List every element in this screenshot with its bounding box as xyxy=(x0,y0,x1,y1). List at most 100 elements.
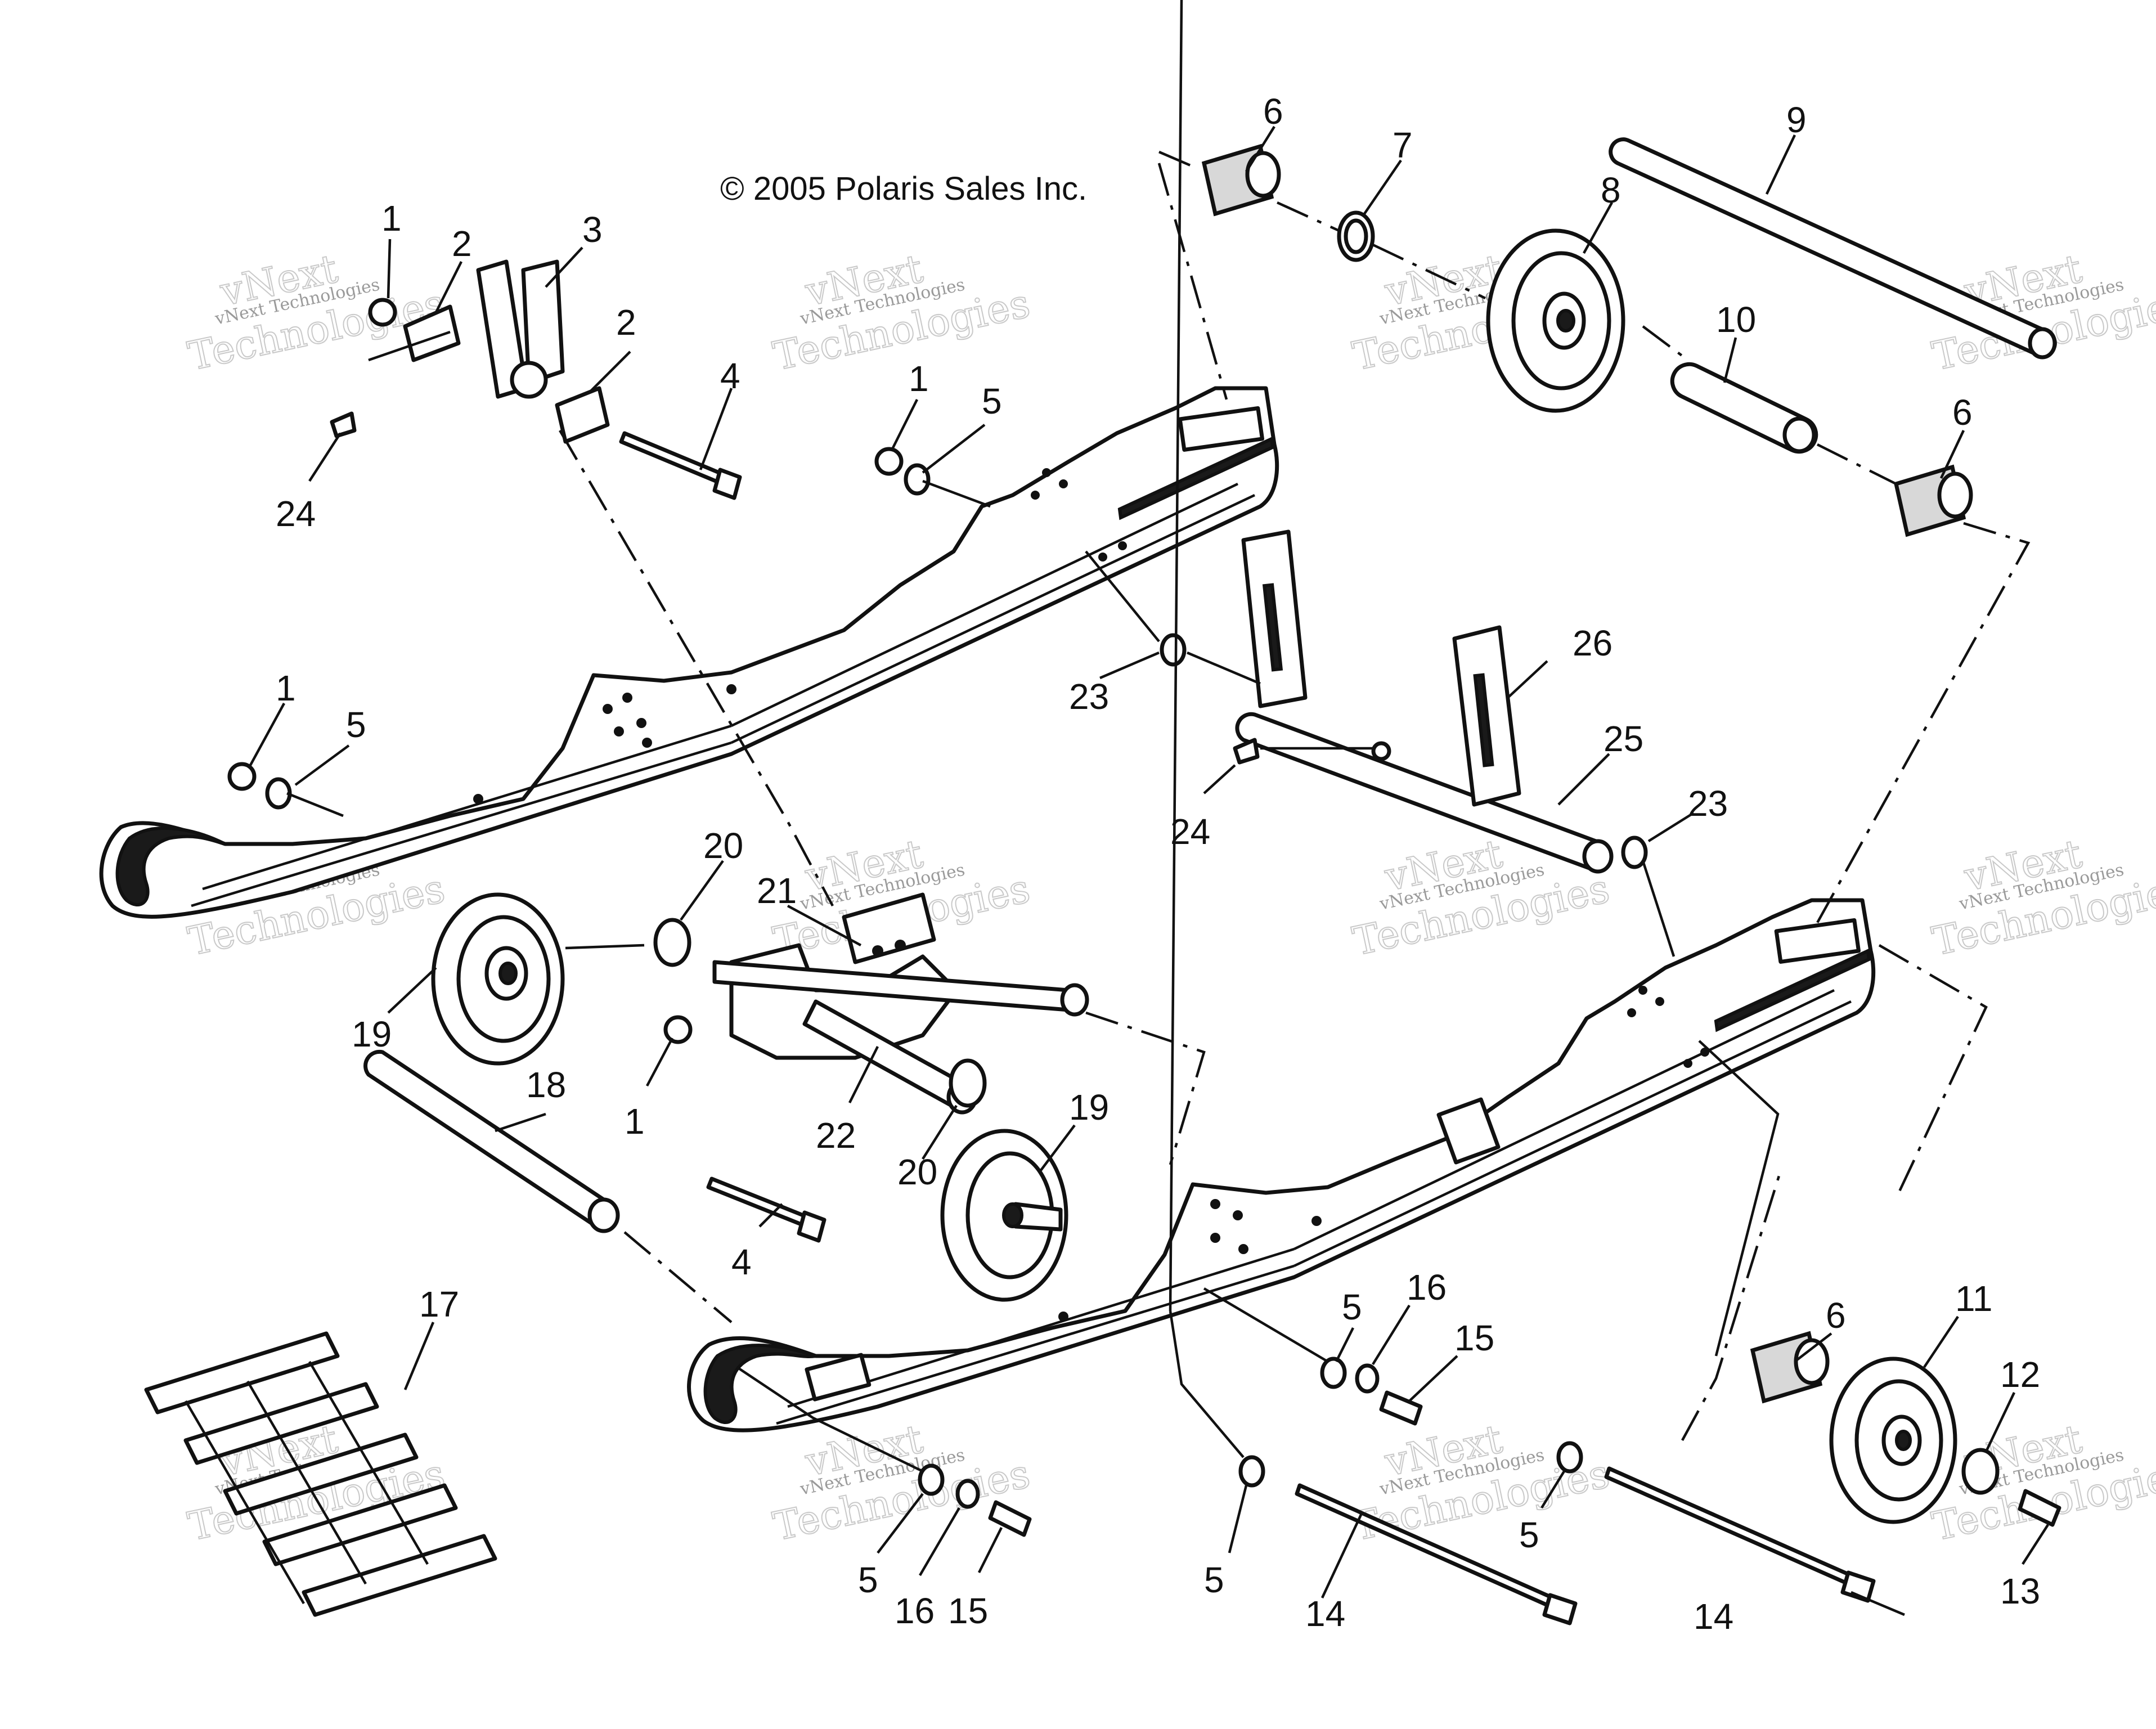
nut-1-d xyxy=(663,1015,693,1044)
bolt-13 xyxy=(2018,1489,2061,1527)
callout-20: 20 xyxy=(897,1152,937,1192)
washer-5-b xyxy=(265,777,292,810)
ring-7-inner xyxy=(1344,218,1368,254)
callout-numbers: 1 2 3 2 4 1 5 24 6 7 8 9 10 6 1 5 23 26 … xyxy=(276,91,2040,1637)
washer-5-f xyxy=(1556,1441,1583,1474)
ring-20-b xyxy=(949,1058,987,1108)
upper-rail xyxy=(99,386,1279,919)
callout-2: 2 xyxy=(616,302,636,343)
washer-5-d xyxy=(918,1463,945,1496)
callout-12: 12 xyxy=(2000,1354,2040,1395)
washer-5-c xyxy=(1320,1357,1347,1389)
callout-19: 19 xyxy=(352,1014,392,1054)
callout-20: 20 xyxy=(703,825,743,866)
callout-24: 24 xyxy=(276,493,316,534)
fitting-24-a xyxy=(330,411,357,438)
watermark: vNext vNext Technologies Technologies xyxy=(183,245,449,380)
callout-10: 10 xyxy=(1716,299,1756,340)
bolt-4-upper-head xyxy=(712,468,742,500)
callout-6: 6 xyxy=(1263,91,1283,132)
callout-7: 7 xyxy=(1393,125,1413,165)
callout-5: 5 xyxy=(982,381,1002,421)
callout-6: 6 xyxy=(1952,392,1973,433)
callout-17: 17 xyxy=(419,1284,459,1324)
washer-23-b xyxy=(1621,836,1648,869)
wheel-11 xyxy=(1829,1357,1957,1524)
copyright-notice: © 2005 Polaris Sales Inc. xyxy=(720,170,1087,207)
watermark: vNext vNext Technologies Technologies xyxy=(769,245,1034,380)
callout-5: 5 xyxy=(1519,1515,1539,1555)
callout-15: 15 xyxy=(948,1591,988,1631)
watermark: vNext vNext Technologies Technologies xyxy=(1928,830,2156,965)
callout-22: 22 xyxy=(816,1115,856,1156)
nut-1-c xyxy=(227,762,257,791)
wheel-19-lower xyxy=(940,1129,1068,1302)
callout-6: 6 xyxy=(1826,1295,1846,1336)
nut-1-b xyxy=(874,447,904,476)
callout-2: 2 xyxy=(452,223,472,264)
track-clips-17 xyxy=(144,1331,497,1617)
callout-14: 14 xyxy=(1305,1593,1345,1634)
shafts xyxy=(363,137,2057,1625)
bolt-4-lower-head xyxy=(797,1210,827,1243)
ring-20-a xyxy=(653,918,691,967)
fitting-24-b xyxy=(1233,738,1260,765)
washer-23-a xyxy=(1160,633,1187,667)
bushing-2-left xyxy=(403,304,461,362)
callout-1: 1 xyxy=(276,668,296,708)
callout-23: 23 xyxy=(1069,676,1109,717)
callout-9: 9 xyxy=(1786,100,1807,140)
washer-12 xyxy=(1961,1448,2000,1495)
callout-1: 1 xyxy=(909,358,929,399)
cap-6-right xyxy=(1893,464,1973,537)
callout-15: 15 xyxy=(1454,1318,1494,1358)
washer-5-e xyxy=(1238,1455,1265,1488)
bolt-15-a xyxy=(1379,1390,1423,1426)
callout-4: 4 xyxy=(720,356,740,396)
nut-1-a xyxy=(368,298,397,327)
cross-shaft-25-end xyxy=(1582,839,1614,874)
shaft-9-end xyxy=(2028,327,2057,360)
shaft-18-end xyxy=(587,1197,620,1233)
wheels xyxy=(431,228,1957,1524)
shaft-18 xyxy=(363,1049,616,1229)
wheel-8 xyxy=(1486,228,1625,413)
callout-16: 16 xyxy=(1407,1267,1447,1308)
bolt-14-left-head xyxy=(1542,1593,1578,1625)
wheel-19-upper xyxy=(431,892,565,1066)
callout-24: 24 xyxy=(1170,811,1210,852)
callout-5: 5 xyxy=(1342,1287,1362,1327)
callout-3: 3 xyxy=(582,209,603,250)
callout-13: 13 xyxy=(2000,1571,2040,1611)
callout-26: 26 xyxy=(1573,623,1612,663)
callout-14: 14 xyxy=(1694,1596,1733,1637)
cap-6-lower xyxy=(1750,1331,1830,1404)
shaft-9 xyxy=(1609,137,2057,358)
bolt-14-right xyxy=(1604,1466,1853,1586)
callout-5: 5 xyxy=(858,1560,878,1600)
washer-16-b xyxy=(955,1479,980,1509)
bracket-26 xyxy=(1241,529,1521,807)
callout-23: 23 xyxy=(1688,783,1728,824)
lower-rail xyxy=(687,898,1876,1432)
callout-18: 18 xyxy=(526,1065,566,1105)
callout-19: 19 xyxy=(1069,1087,1109,1128)
bolt-4-upper xyxy=(619,431,728,486)
link-3-bushing xyxy=(510,361,548,399)
callout-4: 4 xyxy=(731,1242,752,1282)
link-3b xyxy=(521,259,565,385)
cap-6-top xyxy=(1201,143,1281,217)
small-parts xyxy=(227,143,2061,1537)
bolt-15-b xyxy=(988,1500,1032,1537)
bolt-4-lower xyxy=(706,1176,812,1229)
assembly-lines xyxy=(286,0,2031,1473)
callout-leaders xyxy=(249,125,2049,1616)
callout-25: 25 xyxy=(1603,718,1643,759)
callout-1: 1 xyxy=(625,1101,645,1142)
callout-21: 21 xyxy=(757,870,797,911)
callout-5: 5 xyxy=(346,704,366,745)
callout-5: 5 xyxy=(1204,1560,1224,1600)
callout-16: 16 xyxy=(895,1591,935,1631)
